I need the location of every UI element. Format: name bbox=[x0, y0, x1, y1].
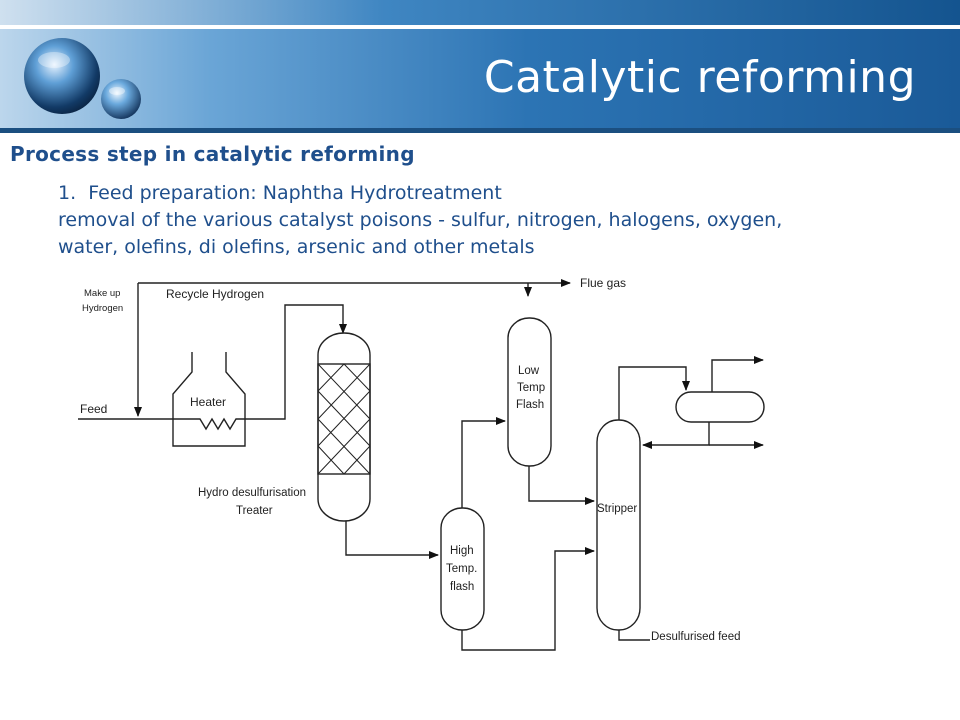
heater-vessel bbox=[172, 352, 246, 447]
top-strip-line bbox=[0, 25, 960, 29]
step-description-line-2: water, olefins, di olefins, arsenic and … bbox=[58, 236, 535, 258]
hds-to-high-flash-line bbox=[345, 521, 439, 559]
make-up-hydrogen-label-2: Hydrogen bbox=[82, 303, 123, 314]
high-temp-flash-label-3: flash bbox=[450, 581, 474, 593]
low-temp-flash-label-3: Flash bbox=[516, 399, 544, 411]
step-description-line-1: removal of the various catalyst poisons … bbox=[58, 209, 783, 231]
make-up-hydrogen-label-1: Make up bbox=[84, 288, 120, 299]
flue-gas-label: Flue gas bbox=[580, 276, 626, 290]
drum-reflux-line bbox=[642, 422, 710, 449]
high-to-low-flash-line bbox=[461, 417, 506, 508]
feed-line bbox=[78, 304, 347, 431]
hds-label-line-2: Treater bbox=[236, 505, 273, 517]
top-strip bbox=[0, 0, 960, 25]
low-temp-flash-label-1: Low bbox=[518, 365, 540, 377]
stripper-column bbox=[596, 419, 641, 631]
high-flash-to-stripper-line bbox=[461, 547, 595, 651]
banner-bottom-rule bbox=[0, 128, 960, 133]
high-temp-flash-label-1: High bbox=[450, 545, 474, 557]
process-flow-diagram: Make up Hydrogen Recycle Hydrogen Flue g… bbox=[78, 276, 765, 651]
desulfurised-feed-line bbox=[618, 630, 650, 641]
slide-subtitle: Process step in catalytic reforming bbox=[10, 142, 415, 166]
drum-gas-outlet-line bbox=[711, 356, 764, 392]
step-heading-text: Feed preparation: Naphtha Hydrotreatment bbox=[88, 182, 502, 204]
spheres-logo bbox=[24, 38, 141, 119]
recycle-hydrogen-label: Recycle Hydrogen bbox=[166, 287, 264, 301]
step-list: 1. Feed preparation: Naphtha Hydrotreatm… bbox=[58, 180, 918, 261]
small-sphere-icon bbox=[101, 79, 141, 119]
slide-title: Catalytic reforming bbox=[483, 52, 916, 103]
high-temp-flash-label-2: Temp. bbox=[446, 563, 477, 575]
stripper-label: Stripper bbox=[597, 503, 637, 515]
title-banner bbox=[0, 29, 960, 128]
hds-catalyst-crosshatch bbox=[317, 363, 371, 475]
stripper-overhead-line bbox=[618, 366, 690, 420]
reflux-drum bbox=[675, 391, 765, 423]
low-flash-to-stripper-line bbox=[528, 466, 595, 505]
step-number: 1. bbox=[58, 182, 77, 204]
step-heading: 1. Feed preparation: Naphtha Hydrotreatm… bbox=[58, 180, 918, 207]
large-sphere-icon bbox=[24, 38, 100, 114]
desulfurised-feed-label: Desulfurised feed bbox=[651, 631, 741, 643]
hds-label-line-1: Hydro desulfurisation bbox=[198, 487, 306, 499]
low-temp-flash-label-2: Temp bbox=[517, 382, 545, 394]
heater-label: Heater bbox=[190, 395, 226, 409]
feed-label: Feed bbox=[80, 402, 107, 416]
